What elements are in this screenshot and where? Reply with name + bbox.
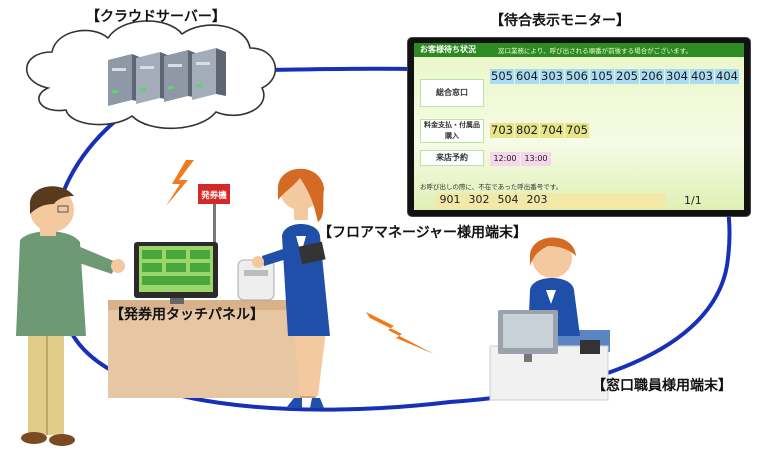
row-label-reservation: 来店予約 xyxy=(420,150,484,166)
queue-number: 404 xyxy=(715,69,739,84)
queue-number: 802 xyxy=(515,123,539,138)
queue-number: 206 xyxy=(640,69,664,84)
queue-number: 403 xyxy=(690,69,714,84)
floor-manager-figure xyxy=(252,168,330,408)
recall-number: 901 xyxy=(439,193,461,206)
queue-number: 105 xyxy=(590,69,614,84)
touch-panel-device: 発券機 xyxy=(134,184,275,304)
floor-manager-terminal-label: 【フロアマネージャー様用端末】 xyxy=(318,225,528,241)
recall-number: 302 xyxy=(468,193,490,206)
queue-number: 505 xyxy=(490,69,514,84)
queue-number: 705 xyxy=(565,123,589,138)
row-label-general: 総合窓口 xyxy=(420,79,484,107)
waiting-monitor-label: 【待合表示モニター】 xyxy=(490,13,630,29)
queue-number: 205 xyxy=(615,69,639,84)
recall-numbers: 901 302 504 203 xyxy=(436,193,666,209)
cloud-server-group xyxy=(25,20,277,130)
touch-panel-label: 【発券用タッチパネル】 xyxy=(110,307,264,323)
row-label-payment: 料金支払・付属品購入 xyxy=(420,119,484,143)
recall-number: 203 xyxy=(526,193,548,206)
reservation-time: 12:00 xyxy=(490,152,520,166)
window-staff-terminal-label: 【窓口職員様用端末】 xyxy=(592,378,732,394)
screen-title: お客様待ち状況 xyxy=(420,45,476,54)
queue-number: 304 xyxy=(665,69,689,84)
window-staff-station xyxy=(489,237,610,401)
ticket-machine-sign: 発券機 xyxy=(200,190,227,201)
server-rack-icon xyxy=(108,48,226,106)
page-indicator: 1/1 xyxy=(684,194,702,207)
queue-number: 604 xyxy=(515,69,539,84)
recall-description: お呼び出しの際に、不在であった呼出番号です。 xyxy=(420,183,563,191)
queue-number: 704 xyxy=(540,123,564,138)
wireless-signal-icon xyxy=(166,160,194,206)
screen-header-bar: お客様待ち状況 窓口業務により、呼び出される順番が前後する場合がございます。 xyxy=(414,43,744,57)
queue-number: 703 xyxy=(490,123,514,138)
recall-number: 504 xyxy=(497,193,519,206)
screen-notice: 窓口業務により、呼び出される順番が前後する場合がございます。 xyxy=(498,47,692,55)
waiting-display-monitor: お客様待ち状況 窓口業務により、呼び出される順番が前後する場合がございます。 総… xyxy=(408,38,750,216)
queue-number: 303 xyxy=(540,69,564,84)
customer-figure xyxy=(16,186,125,446)
reservation-time: 13:00 xyxy=(521,152,551,166)
monitor-screen: お客様待ち状況 窓口業務により、呼び出される順番が前後する場合がございます。 総… xyxy=(414,43,744,210)
cloud-server-label: 【クラウドサーバー】 xyxy=(86,9,226,25)
queue-number: 506 xyxy=(565,69,589,84)
wireless-signal-icon xyxy=(366,312,434,354)
